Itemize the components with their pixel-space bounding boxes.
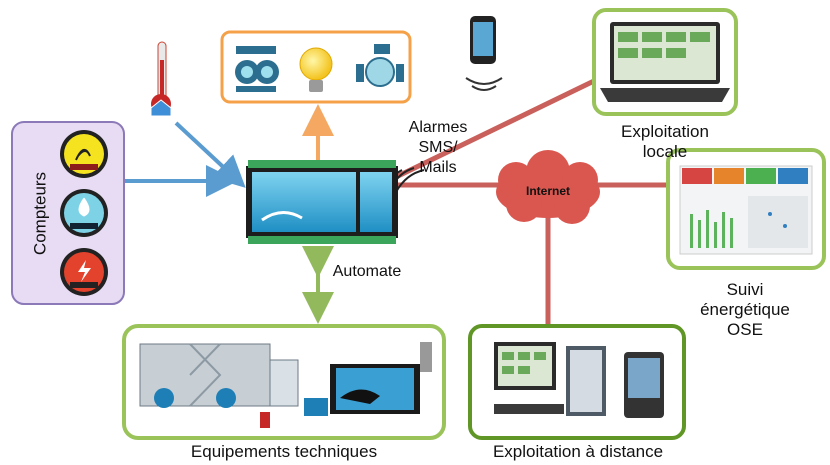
line-to-exploitation-locale: [396, 77, 598, 179]
exploitation-distance-label: Exploitation à distance: [492, 442, 664, 461]
alarmes-label-line1: Alarmes: [408, 119, 468, 136]
exploitation-locale-label-line2: locale: [642, 142, 688, 161]
internet-label: Internet: [525, 184, 570, 198]
boiler-icon: [304, 342, 432, 416]
gas-meter-icon: [60, 130, 108, 178]
exploitation-locale-label-line1: Exploitation: [621, 122, 709, 141]
automate-label: Automate: [332, 263, 402, 280]
arrow-thermometer-to-automate: [174, 121, 246, 188]
air-handler-icon: [139, 343, 299, 428]
water-meter-icon: [60, 189, 108, 237]
equipements-label: Equipements techniques: [190, 442, 378, 461]
smartphone-icon: [465, 16, 503, 91]
electric-meter-icon: [60, 248, 108, 296]
suivi-label-line2: énergétique: [700, 300, 790, 319]
suivi-label-line3: OSE: [727, 320, 763, 339]
alarmes-label-line2: SMS/: [418, 139, 458, 156]
thermometer-icon: [150, 41, 172, 117]
pump-icon: [235, 46, 279, 92]
plc-automate-icon: [246, 160, 398, 244]
compteurs-label: Compteurs: [30, 171, 50, 256]
suivi-label-line1: Suivi: [726, 280, 764, 299]
desktop-computer-icon: [494, 342, 606, 416]
tablet-icon: [624, 352, 664, 418]
laptop-icon: [600, 22, 730, 102]
valve-icon: [356, 44, 404, 87]
internet-cloud-icon: [496, 150, 600, 224]
alarmes-label-line3: Mails: [419, 159, 457, 176]
light-bulb-icon: [299, 47, 333, 92]
dashboard-screen-icon: [679, 165, 813, 255]
